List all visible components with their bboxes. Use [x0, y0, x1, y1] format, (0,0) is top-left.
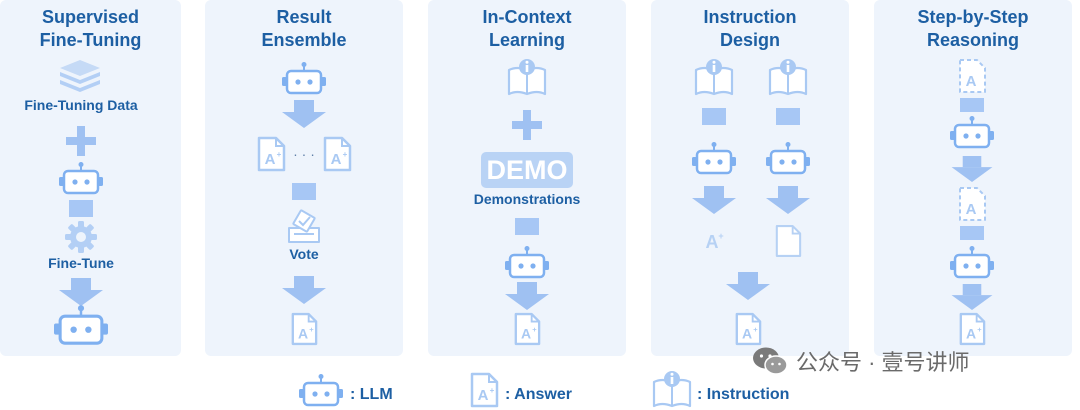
- gear-icon: [65, 221, 97, 253]
- answer-icon: [322, 136, 352, 172]
- answer-icon: [958, 312, 986, 346]
- panel-title: Instruction Design: [703, 7, 797, 50]
- panel-instruction-design: Instruction Design: [651, 0, 849, 356]
- connector-bar: [292, 183, 316, 200]
- down-arrow-icon: [950, 156, 994, 182]
- fine-tuned-llm-robot-icon: [54, 305, 108, 347]
- llm-robot-icon: [505, 246, 549, 280]
- plus-icon: [66, 126, 96, 156]
- demo-badge: DEMO: [481, 152, 573, 188]
- legend-answer-label: : Answer: [505, 386, 572, 403]
- down-arrow-icon: [726, 272, 770, 300]
- watermark: 公众号 · 壹号讲师: [752, 345, 970, 377]
- down-arrow-icon: [505, 282, 549, 310]
- legend-instruction-label: : Instruction: [697, 386, 790, 403]
- answer-dashed-icon: [957, 58, 987, 94]
- answer-dashed-icon: [957, 186, 987, 222]
- svg-text:+: +: [718, 231, 723, 241]
- down-arrow-icon: [282, 276, 326, 304]
- panel-title: Result Ensemble: [261, 7, 347, 50]
- demo-badge-text: DEMO: [486, 155, 568, 185]
- panel-title: Supervised Fine-Tuning: [39, 7, 142, 50]
- wechat-icon: [753, 347, 788, 375]
- down-arrow-icon: [766, 186, 810, 214]
- ellipsis: · · ·: [293, 146, 315, 162]
- connector-bar: [69, 200, 93, 217]
- watermark-text: 公众号 · 壹号讲师: [796, 350, 970, 375]
- down-arrow-icon: [950, 284, 994, 310]
- llm-robot-icon: [692, 142, 736, 176]
- down-arrow-icon: [59, 278, 103, 306]
- answer-icon: [256, 136, 286, 172]
- instruction-book-doc-icon: [768, 58, 808, 96]
- panel-title: Step-by-Step Reasoning: [917, 7, 1029, 50]
- llm-robot-icon: [766, 142, 810, 176]
- answer-icon: [290, 312, 318, 346]
- llm-robot-icon: [950, 116, 994, 150]
- svg-text:A: A: [706, 232, 719, 252]
- connector-bar: [776, 108, 800, 125]
- plus-icon: [512, 110, 542, 140]
- answer-icon: [734, 312, 762, 346]
- connector-bar: [960, 98, 984, 112]
- legend-llm-robot-icon: [299, 374, 343, 408]
- panel-title: In-Context Learning: [482, 7, 572, 50]
- llm-robot-icon: [282, 62, 326, 96]
- connector-bar: [702, 108, 726, 125]
- connector-bar: [515, 218, 539, 235]
- demonstrations-label: Demonstrations: [473, 191, 581, 207]
- database-stack-icon: [60, 60, 100, 92]
- instruction-book-answer-icon: [694, 58, 734, 96]
- legend-answer-icon: [469, 372, 499, 408]
- answer-icon: [513, 312, 541, 346]
- ballot-box-icon: [288, 209, 320, 243]
- connector-bar: [960, 226, 984, 240]
- vote-label: Vote: [289, 246, 319, 262]
- instruction-book-icon: [507, 58, 547, 96]
- fine-tuning-data-label: Fine-Tuning Data: [24, 97, 138, 113]
- document-icon: [774, 224, 802, 258]
- legend-llm-label: : LLM: [350, 386, 393, 403]
- fine-tune-label: Fine-Tune: [48, 255, 114, 271]
- down-arrow-icon: [692, 186, 736, 214]
- llm-robot-icon: [59, 162, 103, 196]
- down-arrow-icon: [282, 100, 326, 128]
- llm-robot-icon: [950, 246, 994, 280]
- answer-glyph-icon: A +: [706, 231, 724, 252]
- legend-instruction-icon: [652, 370, 692, 408]
